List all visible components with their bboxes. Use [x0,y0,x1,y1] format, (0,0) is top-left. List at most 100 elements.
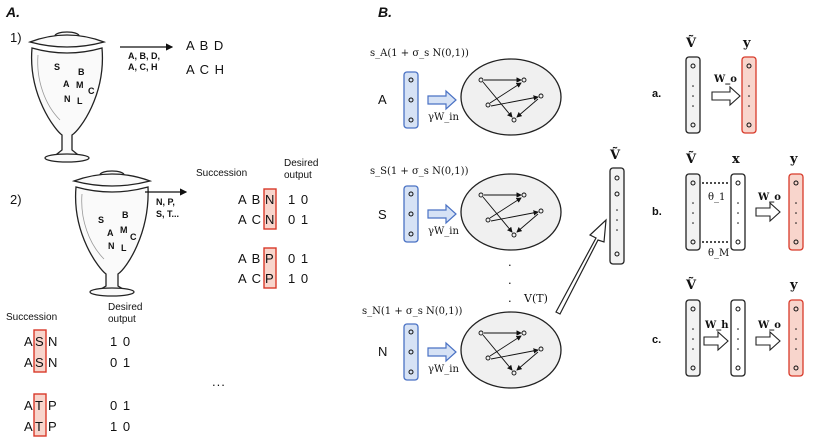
vdot-1: . [508,254,513,269]
row-left-3-mid: T [35,398,44,413]
highlight-last-element-right [263,188,277,289]
urn2-letter: L [121,243,127,253]
succession-header-left: Succession [6,312,58,323]
sequence-abd: A B D [186,38,225,53]
row-left-1-mid: S [35,334,45,349]
readout-c-vtilde: Ṽ [686,278,697,293]
row-right-2-prefix: A C [238,212,262,227]
row-right-4-prefix: A C [238,271,262,286]
urn2-letter: N [108,241,115,251]
panel-a-label: A. [6,4,20,20]
row-left-1-output: 1 0 [110,334,132,349]
row-right-3-output: 0 1 [288,251,310,266]
urn2-letter: C [130,232,137,242]
row-right-4-output: 1 0 [288,271,310,286]
draw-text-1-line1: A, B, D, [128,51,161,61]
draw-text-2-line1: N, P, [156,197,175,207]
succession-header-right: Succession [196,168,248,179]
row-left-3-output: 0 1 [110,398,132,413]
readout-c-y: y [790,278,798,293]
row-left-4-output: 1 0 [110,419,132,434]
state-label: V(T) [524,292,548,305]
input-weight-s: γW_in [428,226,459,237]
urn1-letter: N [64,94,71,104]
draw-text-2-line2: S, T... [156,209,180,219]
input-formula-s: s_S(1 + σ_s N(0,1)) [370,166,469,177]
readout-a-label: a. [652,88,662,100]
row-left-3-last: P [48,398,58,413]
input-formula-n: s_N(1 + σ_s N(0,1)) [362,306,463,317]
ellipsis: ... [212,374,226,389]
readout-b-wo: W_o [758,192,781,203]
row-left-1-first: A [24,334,34,349]
input-letter-a: A [378,92,388,107]
highlight-middle-element-left [33,329,47,437]
row-left-4-mid: T [35,419,44,434]
urn1-letter: B [78,67,85,77]
readout-b-thetam: θ_M [708,248,730,259]
sequence-ach: A C H [186,62,225,77]
input-weight-a: γW_in [428,112,459,123]
desired-header-right-line1: Desired [284,158,319,169]
readout-b-label: b. [652,206,662,218]
row-left-4-last: P [48,419,58,434]
row-right-1-last: N [265,192,276,207]
urn1-letter: A [63,79,70,89]
urn-2 [71,170,153,297]
row-left-4-first: A [24,419,34,434]
row-right-4-last: P [265,271,275,286]
readout-c-wo: W_o [758,320,781,331]
row-left-2-mid: S [35,355,45,370]
desired-header-left-line2: output [108,314,136,325]
input-letter-n: N [378,344,389,359]
readout-c [685,299,804,377]
row-right-3-last: P [265,251,275,266]
readout-b-y: y [790,152,798,167]
row-left-3-first: A [24,398,34,413]
draw-text-1-line2: A, C, H [128,62,158,72]
urn1-letter: M [76,80,84,90]
vdot-3: . [508,290,513,305]
urn1-letter: C [88,86,95,96]
urn2-letter: M [120,225,128,235]
item-2-number: 2) [10,192,22,207]
vdot-2: . [508,272,513,287]
readout-c-label: c. [652,334,662,346]
readout-b-vtilde: Ṽ [686,152,697,167]
readout-c-wh: W_h [705,320,729,331]
input-formula-a: s_A(1 + σ_s N(0,1)) [370,48,469,59]
reservoirs [460,58,562,389]
readout-a-vtilde: Ṽ [686,36,697,51]
input-weight-n: γW_in [428,364,459,375]
item-1-number: 1) [10,30,22,45]
row-right-1-output: 1 0 [288,192,310,207]
state-collection-arrow [555,218,607,315]
readout-a-y: y [743,36,751,51]
row-left-2-last: N [48,355,59,370]
row-left-2-output: 0 1 [110,355,132,370]
desired-header-right-line2: output [284,170,312,181]
input-columns [403,71,419,381]
panel-b-label: B. [378,4,392,20]
urn-1 [27,31,107,163]
desired-header-left-line1: Desired [108,302,143,313]
readout-b [685,173,804,251]
readout-a-wo: W_o [714,74,737,85]
urn2-letter: S [98,215,105,225]
row-right-3-prefix: A B [238,251,262,266]
urn1-letter: S [54,62,61,72]
urn2-letter: A [107,228,114,238]
row-right-1-prefix: A B [238,192,262,207]
urn2-letter: B [122,210,129,220]
row-left-2-first: A [24,355,34,370]
input-weight-arrows [427,89,457,363]
readout-a [685,56,757,134]
v-tilde-column [609,167,625,265]
row-right-2-last: N [265,212,276,227]
row-right-2-output: 0 1 [288,212,310,227]
reservoir-connections [478,77,544,376]
row-left-1-last: N [48,334,59,349]
readout-b-theta1: θ_1 [708,192,726,203]
urn1-letter: L [77,96,83,106]
